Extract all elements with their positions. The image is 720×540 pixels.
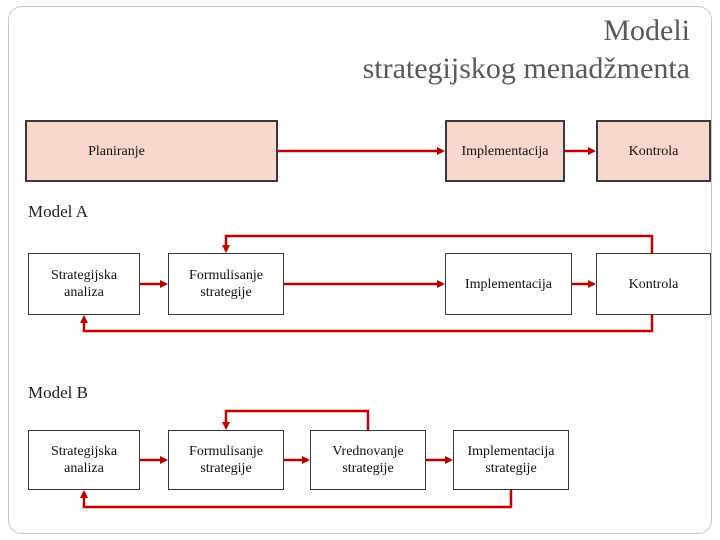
model-a-implementacija-box: Implementacija bbox=[445, 253, 572, 315]
model-b-analiza-box: Strategijska analiza bbox=[28, 430, 140, 490]
slide-title: Modeli strategijskog menadžmenta bbox=[363, 12, 690, 88]
model-b-implementacija-box: Implementacija strategije bbox=[453, 430, 569, 490]
model-a-kontrola-label: Kontrola bbox=[628, 276, 679, 292]
model-b-label: Model B bbox=[28, 383, 88, 402]
planiranje-label: Planiranje bbox=[88, 143, 145, 159]
implementacija-box-top: Implementacija bbox=[445, 120, 565, 182]
model-b-formulisanje-box: Formulisanje strategije bbox=[168, 430, 284, 490]
model-b-implementacija-label: Implementacija strategije bbox=[467, 444, 555, 476]
model-a-analiza-label: Strategijska analiza bbox=[50, 268, 118, 300]
model-b-formulisanje-label: Formulisanje strategije bbox=[189, 444, 263, 476]
model-b-vrednovanje-box: Vrednovanje strategije bbox=[310, 430, 426, 490]
implementacija-label-top: Implementacija bbox=[461, 143, 549, 159]
planiranje-box: Planiranje bbox=[25, 120, 278, 182]
title-line-1: Modeli bbox=[603, 14, 690, 47]
model-a-label: Model A bbox=[28, 202, 88, 221]
model-a-formulisanje-label: Formulisanje strategije bbox=[189, 268, 263, 300]
kontrola-box-top: Kontrola bbox=[596, 120, 711, 182]
slide-frame bbox=[8, 6, 712, 534]
title-line-2: strategijskog menadžmenta bbox=[362, 52, 690, 85]
kontrola-label-top: Kontrola bbox=[628, 143, 679, 159]
model-a-implementacija-label: Implementacija bbox=[464, 276, 553, 292]
model-b-analiza-label: Strategijska analiza bbox=[50, 444, 118, 476]
model-a-analiza-box: Strategijska analiza bbox=[28, 253, 140, 315]
model-b-vrednovanje-label: Vrednovanje strategije bbox=[332, 444, 404, 476]
model-a-kontrola-box: Kontrola bbox=[596, 253, 711, 315]
model-a-formulisanje-box: Formulisanje strategije bbox=[168, 253, 284, 315]
